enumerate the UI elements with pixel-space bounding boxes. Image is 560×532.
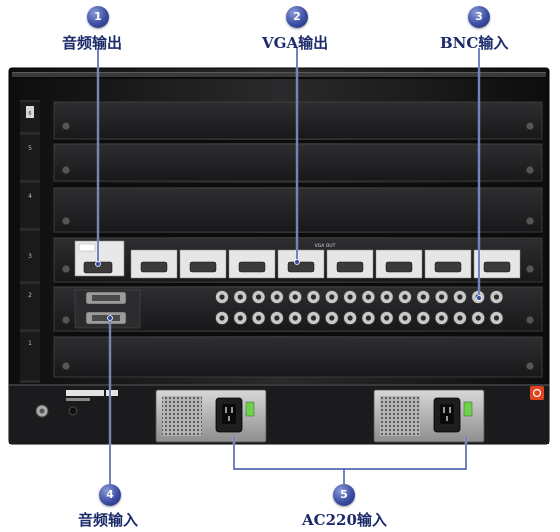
bnc-connector-pin [274, 315, 280, 321]
bnc-connector-pin [439, 315, 445, 321]
bnc-connector-pin [219, 294, 225, 300]
slot-number-2: 2 [28, 292, 32, 299]
bnc-connector-pin [457, 315, 463, 321]
callout-label-audio-out: 音频输出 [62, 34, 123, 52]
slot-number-1: 1 [28, 340, 32, 347]
bnc-connector-pin [329, 315, 335, 321]
slot-number-4: 4 [28, 193, 32, 200]
bnc-connector-pin [256, 315, 262, 321]
power-supply-left [155, 389, 267, 443]
vga-out-text: VGA OUT [315, 243, 336, 249]
bnc-connector-pin [493, 294, 500, 300]
callout-badge-1: 1 [87, 6, 109, 28]
power-supply-right [373, 389, 485, 443]
callout-label-audio-in: 音频输入 [78, 511, 139, 529]
bnc-connector-pin [329, 294, 335, 300]
bnc-connector-pin [347, 294, 353, 300]
bnc-connector-pin [493, 315, 500, 321]
bnc-connector-pin [439, 294, 445, 300]
card-slot-6 [53, 336, 543, 378]
callout-label-vga-out: VGA输出 [262, 34, 329, 52]
callout-badge-4: 4 [99, 484, 121, 506]
callout-label-bnc-in: BNC输入 [440, 34, 509, 52]
slot-number-5: 5 [28, 145, 32, 152]
bnc-connector-pin [237, 294, 243, 300]
bnc-connector-pin [420, 315, 426, 321]
callout-label-ac220-in: AC220输入 [302, 511, 387, 529]
bnc-connector-pin [384, 315, 390, 321]
vga-output-card: VGA OUT [74, 240, 521, 279]
callout-badge-2: 2 [286, 6, 308, 28]
power-indicator-icon [530, 386, 544, 400]
bnc-connector-pin [256, 294, 262, 300]
bnc-connector-pin [475, 315, 481, 321]
bnc-connector-pin [310, 294, 317, 300]
bnc-connector-pin [384, 294, 390, 300]
bnc-connector-pin [274, 294, 280, 300]
slot-number-column: 6 5 4 3 2 1 [20, 100, 40, 383]
bnc-connector-pin [457, 294, 463, 300]
callout-badge-3: 3 [468, 6, 490, 28]
callout-badge-5: 5 [333, 484, 355, 506]
bnc-connector-pin [347, 315, 353, 321]
bnc-connector-pin [402, 294, 408, 300]
bnc-connector-pin [292, 315, 298, 321]
bnc-connector-pin [310, 315, 317, 321]
bnc-connectors [215, 290, 504, 325]
bnc-connector-pin [402, 315, 408, 321]
bnc-connector-pin [365, 315, 371, 321]
bnc-connector-pin [237, 315, 243, 321]
bnc-connector-pin [420, 294, 426, 300]
bnc-input-card [74, 289, 504, 329]
callout-lines-inner [97, 48, 480, 484]
bnc-connector-pin [219, 315, 225, 321]
bnc-connector-pin [365, 294, 371, 300]
slot-number-6: 6 [28, 111, 31, 117]
bnc-connector-pin [292, 294, 298, 300]
thumb-screws [61, 121, 535, 371]
slot-number-3: 3 [28, 253, 32, 260]
